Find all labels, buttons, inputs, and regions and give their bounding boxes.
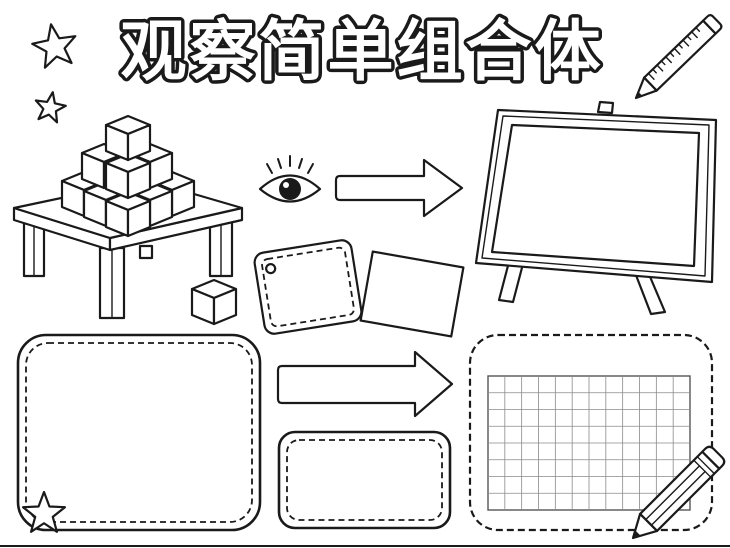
tag-card	[253, 239, 363, 335]
small-writing-frame	[277, 430, 452, 530]
large-writing-frame	[16, 333, 262, 532]
ruler-tick	[695, 26, 701, 32]
ruler-tick	[686, 35, 692, 41]
tag-hole	[265, 263, 277, 275]
star-icon	[29, 21, 79, 70]
ruler-tick	[682, 39, 690, 47]
ruler-pencil-icon	[634, 14, 723, 100]
easel-board-icon	[474, 100, 718, 316]
eye-icon	[258, 155, 322, 203]
table-legs	[22, 214, 234, 320]
ruler-tick	[647, 72, 655, 80]
single-cube-icon	[190, 278, 238, 326]
ruler-tick	[690, 31, 698, 39]
easel-screen	[490, 123, 701, 268]
ruler-tick	[660, 60, 666, 66]
easel-peg	[596, 100, 615, 115]
ruler-tick	[665, 56, 672, 64]
ruler-ticks	[647, 26, 701, 80]
cube-icon	[104, 114, 152, 162]
pencil-icon	[631, 445, 726, 540]
ruler-tick	[669, 51, 675, 57]
table-with-cube-pyramid	[12, 114, 244, 320]
page-title: 观察简单组合体	[121, 13, 604, 90]
ruler-tick	[656, 64, 664, 72]
small-star-icon	[33, 90, 68, 124]
grid-frame	[468, 333, 714, 532]
ruler-tick	[652, 68, 657, 74]
bottom-arrow-right-icon	[276, 350, 454, 418]
tilted-card	[359, 250, 465, 338]
ruler-tick	[673, 47, 681, 55]
ruler-tick	[677, 43, 683, 49]
top-arrow-right-icon	[334, 158, 464, 218]
